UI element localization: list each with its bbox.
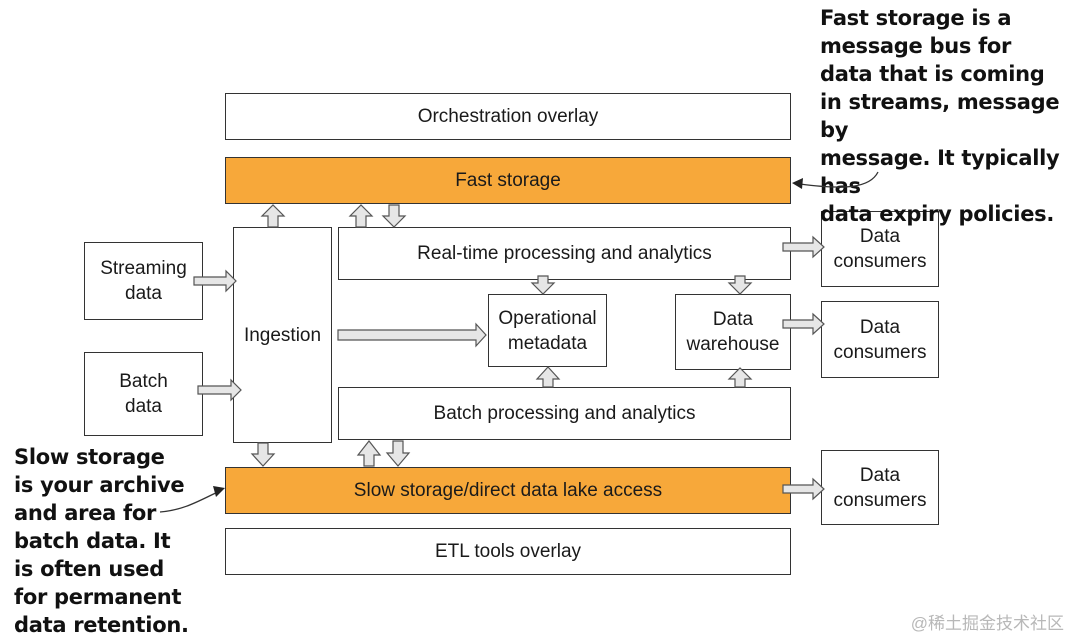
data-consumers-label-2: Data consumers [833,316,927,363]
ingestion-label: Ingestion [243,324,322,346]
data-consumers-box-2: Data consumers [821,301,939,378]
slow-storage-label: Slow storage/direct data lake access [353,480,663,501]
arrow-realtime-to-consumers [782,235,825,259]
data-consumers-label-3: Data consumers [833,464,927,511]
fast-storage-note: Fast storage is a message bus for data t… [820,6,1060,226]
slow-note-pointer [159,490,221,513]
arrow-realtime-up-to-faststorage [348,204,374,228]
arrow-warehouse-to-consumers [782,312,825,336]
watermark: @稀土掘金技术社区 [910,614,1064,633]
etl-tools-overlay-label: ETL tools overlay [434,541,582,562]
slow-storage: Slow storage/direct data lake access [225,467,791,514]
operational-metadata-box: Operational metadata [488,294,607,367]
data-warehouse-box: Data warehouse [675,294,791,370]
fast-note-pointer-head [792,178,803,189]
operational-metadata-label: Operational metadata [498,307,597,354]
arrow-realtime-down-to-metadata [530,275,556,295]
arrow-slowstorage-up-to-batch [356,440,382,467]
realtime-processing-box: Real-time processing and analytics [338,227,791,280]
arrow-ingestion-to-metadata [337,322,487,348]
data-warehouse-label: Data warehouse [686,309,780,355]
batch-data-label: Batch data [119,371,168,417]
arrow-batch-to-ingestion [197,378,242,402]
arrow-batch-down-to-slowstorage [385,440,411,467]
arrow-batch-up-to-metadata [535,366,561,388]
etl-tools-overlay: ETL tools overlay [225,528,791,575]
fast-storage-label: Fast storage [455,170,561,191]
arrow-batch-up-to-warehouse [727,367,753,388]
slow-note-pointer-head [213,486,225,497]
fast-storage: Fast storage [225,157,791,204]
arrow-ingestion-down-to-slowstorage [250,442,276,467]
batch-processing-label: Batch processing and analytics [433,403,696,424]
realtime-processing-label: Real-time processing and analytics [417,243,712,264]
arrow-slowstorage-to-consumers [782,477,825,501]
arrow-streaming-to-ingestion [193,269,237,293]
streaming-data-box: Streaming data [84,242,203,320]
fast-note-pointer [799,171,879,188]
data-consumers-box-3: Data consumers [821,450,939,525]
data-consumers-label-1: Data consumers [833,226,927,272]
batch-data-box: Batch data [84,352,203,436]
arrow-ingestion-to-faststorage [260,204,286,228]
orchestration-overlay-label: Orchestration overlay [417,106,599,127]
ingestion-box: Ingestion [233,227,332,443]
streaming-data-label: Streaming data [100,258,187,304]
batch-processing-box: Batch processing and analytics [338,387,791,440]
orchestration-overlay: Orchestration overlay [225,93,791,140]
data-consumers-box-1: Data consumers [821,211,939,287]
arrow-faststorage-down-to-realtime [381,204,407,228]
slow-storage-note: Slow storage is your archive and area fo… [14,445,189,637]
arrow-realtime-down-to-warehouse [727,275,753,295]
